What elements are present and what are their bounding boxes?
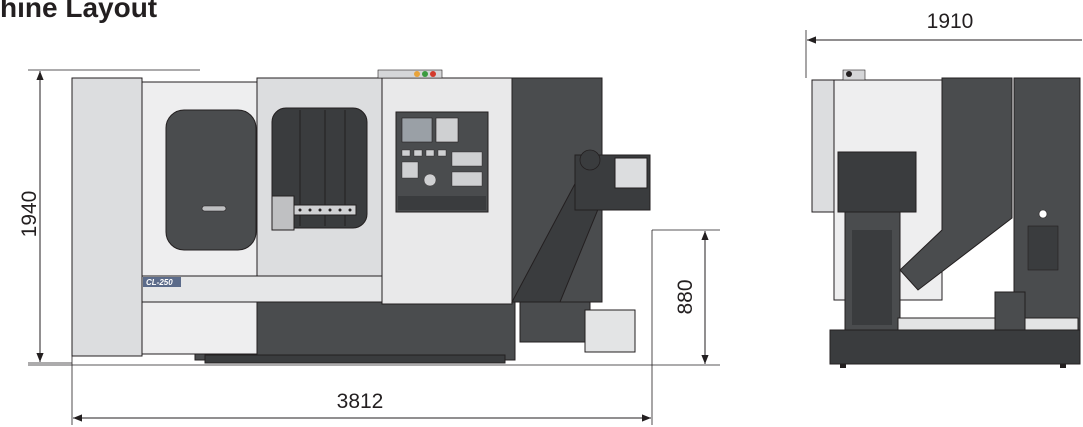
front-height-label: 1940 xyxy=(18,191,41,238)
bed-height-label: 880 xyxy=(674,279,697,314)
front-window xyxy=(165,109,257,251)
window-handle xyxy=(201,205,227,212)
front-view: CL-250 xyxy=(71,69,651,364)
side-cover-left xyxy=(811,79,835,213)
front-width-label: 3812 xyxy=(337,390,384,413)
side-depth-label: 1910 xyxy=(927,10,974,33)
front-dimensions: 1940 3812 880 xyxy=(18,69,720,425)
model-badge xyxy=(143,277,181,287)
front-left-cover xyxy=(71,77,143,357)
signal-tower xyxy=(377,69,443,79)
front-base-foot xyxy=(204,354,506,364)
control-base xyxy=(398,196,486,210)
chuck xyxy=(271,195,295,231)
coolant-tank xyxy=(519,301,591,343)
side-tailstock xyxy=(994,291,1026,331)
turret-rail xyxy=(293,204,357,216)
side-base xyxy=(829,329,1081,365)
conveyor-motor-box xyxy=(614,157,648,189)
control-keypad xyxy=(435,117,459,143)
side-column-inner xyxy=(852,230,892,325)
side-signal-lamp xyxy=(842,69,866,81)
door-window xyxy=(271,107,368,229)
conveyor-frame xyxy=(584,309,636,353)
side-spindle-head xyxy=(837,151,917,213)
side-rail xyxy=(897,317,1079,331)
page-title: hine Layout xyxy=(0,0,158,23)
cabinet-door xyxy=(1027,225,1059,271)
control-screen xyxy=(401,117,433,143)
side-chute xyxy=(899,77,1013,291)
model-badge-text: CL-250 xyxy=(146,278,173,287)
side-view: 1910 xyxy=(805,10,1082,368)
